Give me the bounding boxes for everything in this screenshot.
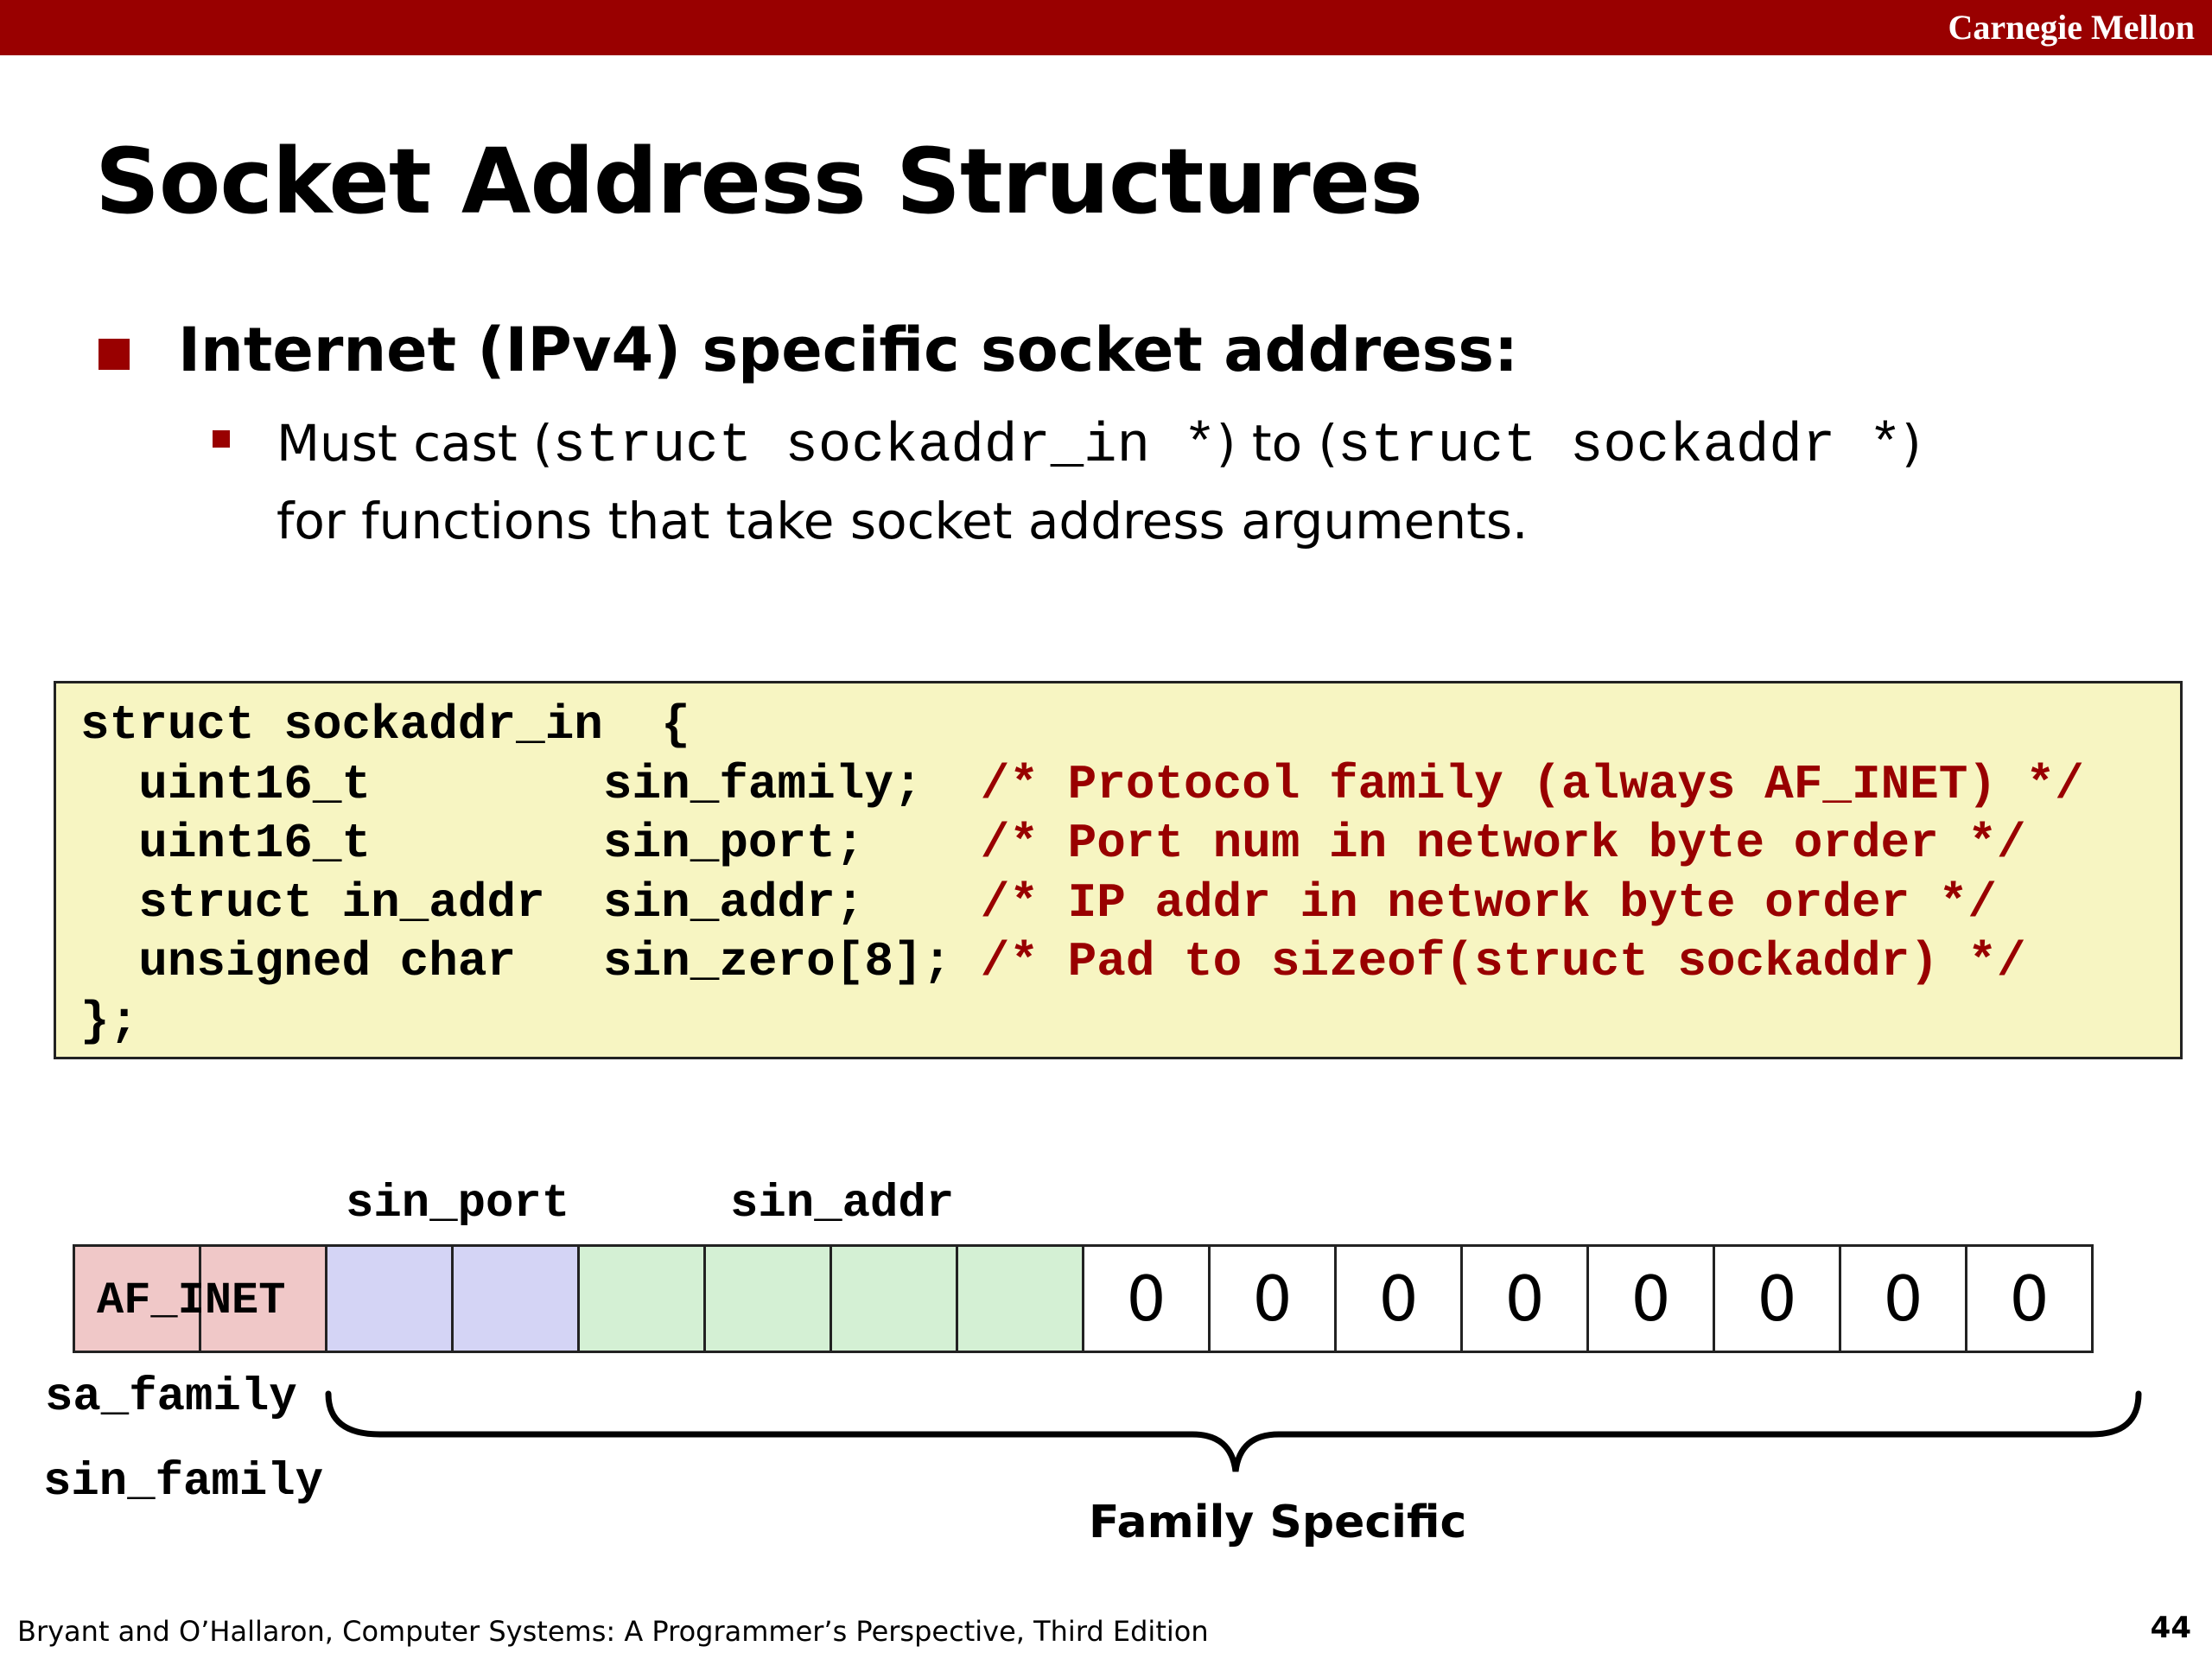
addr-byte-cell	[956, 1244, 1084, 1353]
zero-byte-cell: 0	[1839, 1244, 1967, 1353]
footer-citation: Bryant and O’Hallaron, Computer Systems:…	[17, 1615, 1209, 1648]
zero-byte-cell: 0	[1586, 1244, 1715, 1353]
code-type: struct in_addr	[138, 874, 545, 931]
curly-brace-path	[325, 1390, 2142, 1472]
sub-bullet-square-icon	[213, 430, 230, 448]
code-type: uint16_t	[138, 816, 372, 871]
cast-text-3: )	[1902, 414, 1922, 473]
bullet-square-icon	[99, 339, 130, 370]
addr-byte-cell	[830, 1244, 958, 1353]
code-comment: /* Protocol family (always AF_INET) */	[980, 756, 2084, 812]
family-byte-cell	[199, 1244, 327, 1353]
zero-byte-cell: 0	[1460, 1244, 1589, 1353]
code-type: uint16_t	[138, 756, 372, 812]
code-text: struct sockaddr_in { uint16_t sin_family…	[80, 696, 2084, 1051]
page-number: 44	[2150, 1611, 2191, 1645]
code-type: unsigned char	[138, 934, 517, 989]
family-byte-cell	[73, 1244, 201, 1353]
label-sin-addr: sin_addr	[730, 1178, 955, 1230]
code-field: sin_addr;	[602, 874, 865, 931]
family-specific-label: Family Specific	[1089, 1497, 1467, 1548]
code-open: struct sockaddr_in {	[80, 697, 690, 753]
cast-code-1: struct sockaddr_in *	[552, 416, 1217, 478]
sub-bullet-line-2: for functions that take socket address a…	[276, 492, 1529, 550]
sockaddr-byte-layout: 0 0 0 0 0 0 0 0	[73, 1244, 2094, 1353]
label-sin-port: sin_port	[346, 1178, 570, 1230]
cast-code-2: struct sockaddr *	[1338, 416, 1903, 478]
cast-text-1: Must cast (	[276, 414, 553, 473]
code-field: sin_port;	[602, 816, 865, 871]
port-byte-cell	[325, 1244, 454, 1353]
code-field: sin_family;	[602, 756, 923, 812]
addr-byte-cell	[703, 1244, 832, 1353]
top-banner: Carnegie Mellon	[0, 0, 2212, 55]
code-field: sin_zero[8];	[602, 934, 952, 989]
label-sin-family: sin_family	[43, 1456, 324, 1509]
brand-logo-text: Carnegie Mellon	[1948, 8, 2196, 47]
zero-byte-cell: 0	[1208, 1244, 1337, 1353]
sub-bullet-line-1: Must cast (struct sockaddr_in *) to (str…	[276, 406, 1922, 484]
code-comment: /* Pad to sizeof(struct sockaddr) */	[980, 934, 2026, 989]
slide-title: Socket Address Structures	[95, 129, 1423, 234]
zero-byte-cell: 0	[1334, 1244, 1463, 1353]
cast-text-2: ) to (	[1216, 414, 1338, 473]
sub-bullet-text: Must cast (struct sockaddr_in *) to (str…	[276, 406, 1922, 558]
zero-byte-cell: 0	[1965, 1244, 2094, 1353]
code-comment: /* IP addr in network byte order */	[980, 874, 1997, 931]
bullet-1-text: Internet (IPv4) specific socket address:	[178, 315, 1519, 385]
zero-byte-cell: 0	[1713, 1244, 1841, 1353]
af-inet-label: AF_INET	[97, 1275, 286, 1326]
curly-brace-icon	[325, 1390, 2142, 1472]
code-close: };	[80, 993, 139, 1049]
addr-byte-cell	[577, 1244, 706, 1353]
zero-byte-cell: 0	[1082, 1244, 1211, 1353]
label-sa-family: sa_family	[45, 1371, 297, 1424]
port-byte-cell	[451, 1244, 580, 1353]
code-block: struct sockaddr_in { uint16_t sin_family…	[54, 681, 2183, 1059]
code-comment: /* Port num in network byte order */	[980, 816, 2026, 871]
